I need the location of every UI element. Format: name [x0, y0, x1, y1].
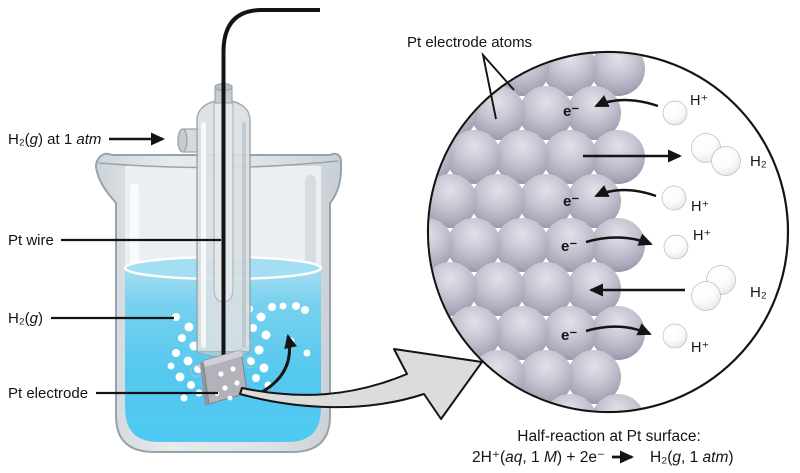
h2-molecule-2b	[691, 281, 721, 311]
pt-atom	[327, 262, 381, 316]
caption-heading: Half-reaction at Pt surface:	[517, 428, 701, 445]
gas-inlet-label: H₂(g) at 1 atm	[8, 131, 101, 148]
pt-atom	[351, 218, 405, 272]
bubble	[249, 324, 257, 332]
pt-atom	[495, 130, 549, 184]
h2-molecule-label-1: H₂	[750, 153, 767, 170]
pt-electrode-label: Pt electrode	[8, 385, 88, 402]
pt-atom	[543, 218, 597, 272]
pt-atom	[447, 394, 501, 411]
pt-atom	[519, 174, 573, 228]
equation-right: H₂(g, 1 atm)	[650, 449, 734, 466]
bubble	[180, 394, 188, 402]
pt-atom	[591, 394, 645, 411]
magnifier-arrow	[239, 348, 483, 420]
bubble	[259, 363, 269, 373]
pt-atom	[471, 174, 525, 228]
hydrogen-ion-sphere-1	[662, 100, 688, 126]
pt-atom	[351, 130, 405, 184]
pt-atom	[375, 262, 429, 316]
bubble	[256, 312, 266, 322]
hydrogen-ion-label-2: H⁺	[691, 199, 709, 215]
hydrogen-ion-label-4: H⁺	[691, 340, 709, 356]
equation-left: 2H⁺(aq, 1 M) + 2e⁻	[472, 449, 605, 466]
bubble	[261, 330, 271, 340]
h2-molecule-1b	[711, 146, 741, 176]
bubble-rise-arrow	[261, 334, 297, 394]
pt-atom	[543, 130, 597, 184]
pt-atom	[495, 306, 549, 360]
pt-atoms-pointer-lines	[481, 51, 515, 120]
pt-wire-label: Pt wire	[8, 232, 54, 249]
pt-atom	[495, 218, 549, 272]
hydrogen-ion-sphere-3	[663, 234, 689, 260]
pt-atom	[471, 262, 525, 316]
bubble	[175, 372, 185, 382]
bubble	[184, 322, 194, 332]
bubble-field	[167, 302, 311, 402]
pt-atom	[327, 0, 381, 52]
pt-atom	[375, 174, 429, 228]
pt-atom	[591, 306, 645, 360]
bubble	[187, 381, 195, 389]
pt-atom	[447, 130, 501, 184]
pt-atom	[429, 218, 453, 272]
pt-atom	[327, 86, 381, 140]
pt-atom	[375, 86, 429, 140]
bubble	[303, 349, 311, 357]
pt-atom	[429, 174, 477, 228]
pt-electrode-plate	[189, 349, 257, 406]
caption-group: Half-reaction at Pt surface: 2H⁺(aq, 1 M…	[472, 428, 734, 466]
bubble	[183, 356, 193, 366]
beaker-group	[95, 8, 342, 453]
h2-molecule-label-2: H₂	[750, 284, 767, 301]
pt-atom	[519, 350, 573, 404]
bubble	[301, 306, 309, 314]
pt-atom	[351, 42, 405, 96]
electron-arrow-3	[585, 233, 653, 246]
electron-arrow-1	[594, 95, 659, 108]
pt-atom	[567, 350, 621, 404]
electron-label-2: e⁻	[563, 193, 579, 210]
callout-labels: H₂(g) at 1 atm Pt wire H₂(g) Pt electrod…	[8, 131, 221, 402]
bubble	[252, 374, 260, 382]
tube-highlight	[201, 122, 206, 348]
pt-atom	[543, 306, 597, 360]
electron-label-1: e⁻	[563, 103, 579, 120]
bubble	[292, 302, 300, 310]
bubble	[167, 362, 175, 370]
pt-atom	[519, 262, 573, 316]
hydrogen-ion-sphere-4	[662, 323, 688, 349]
electron-label-4: e⁻	[561, 327, 577, 344]
pt-atom	[447, 218, 501, 272]
bubble	[268, 303, 276, 311]
platinum-wire	[221, 8, 320, 363]
bubble	[247, 357, 255, 365]
hydrogen-ion-sphere-2	[661, 185, 687, 211]
hydrogen-ion-label-3: H⁺	[693, 228, 711, 244]
bubble	[279, 302, 287, 310]
bubble	[254, 345, 264, 355]
pt-atoms-title: Pt electrode atoms	[407, 34, 532, 51]
electron-label-3: e⁻	[561, 238, 577, 255]
hydrogen-ion-label-1: H⁺	[690, 93, 708, 109]
electron-arrow-2	[594, 185, 657, 198]
tube-shade	[242, 122, 246, 348]
pt-atom	[591, 53, 645, 96]
h2-gas-label: H₂(g)	[8, 310, 43, 327]
electron-arrow-4	[585, 323, 652, 336]
pt-atom	[519, 86, 573, 140]
pt-atom	[591, 218, 645, 272]
pt-atom	[567, 0, 621, 52]
bubble	[178, 334, 186, 342]
bubble	[172, 349, 180, 357]
